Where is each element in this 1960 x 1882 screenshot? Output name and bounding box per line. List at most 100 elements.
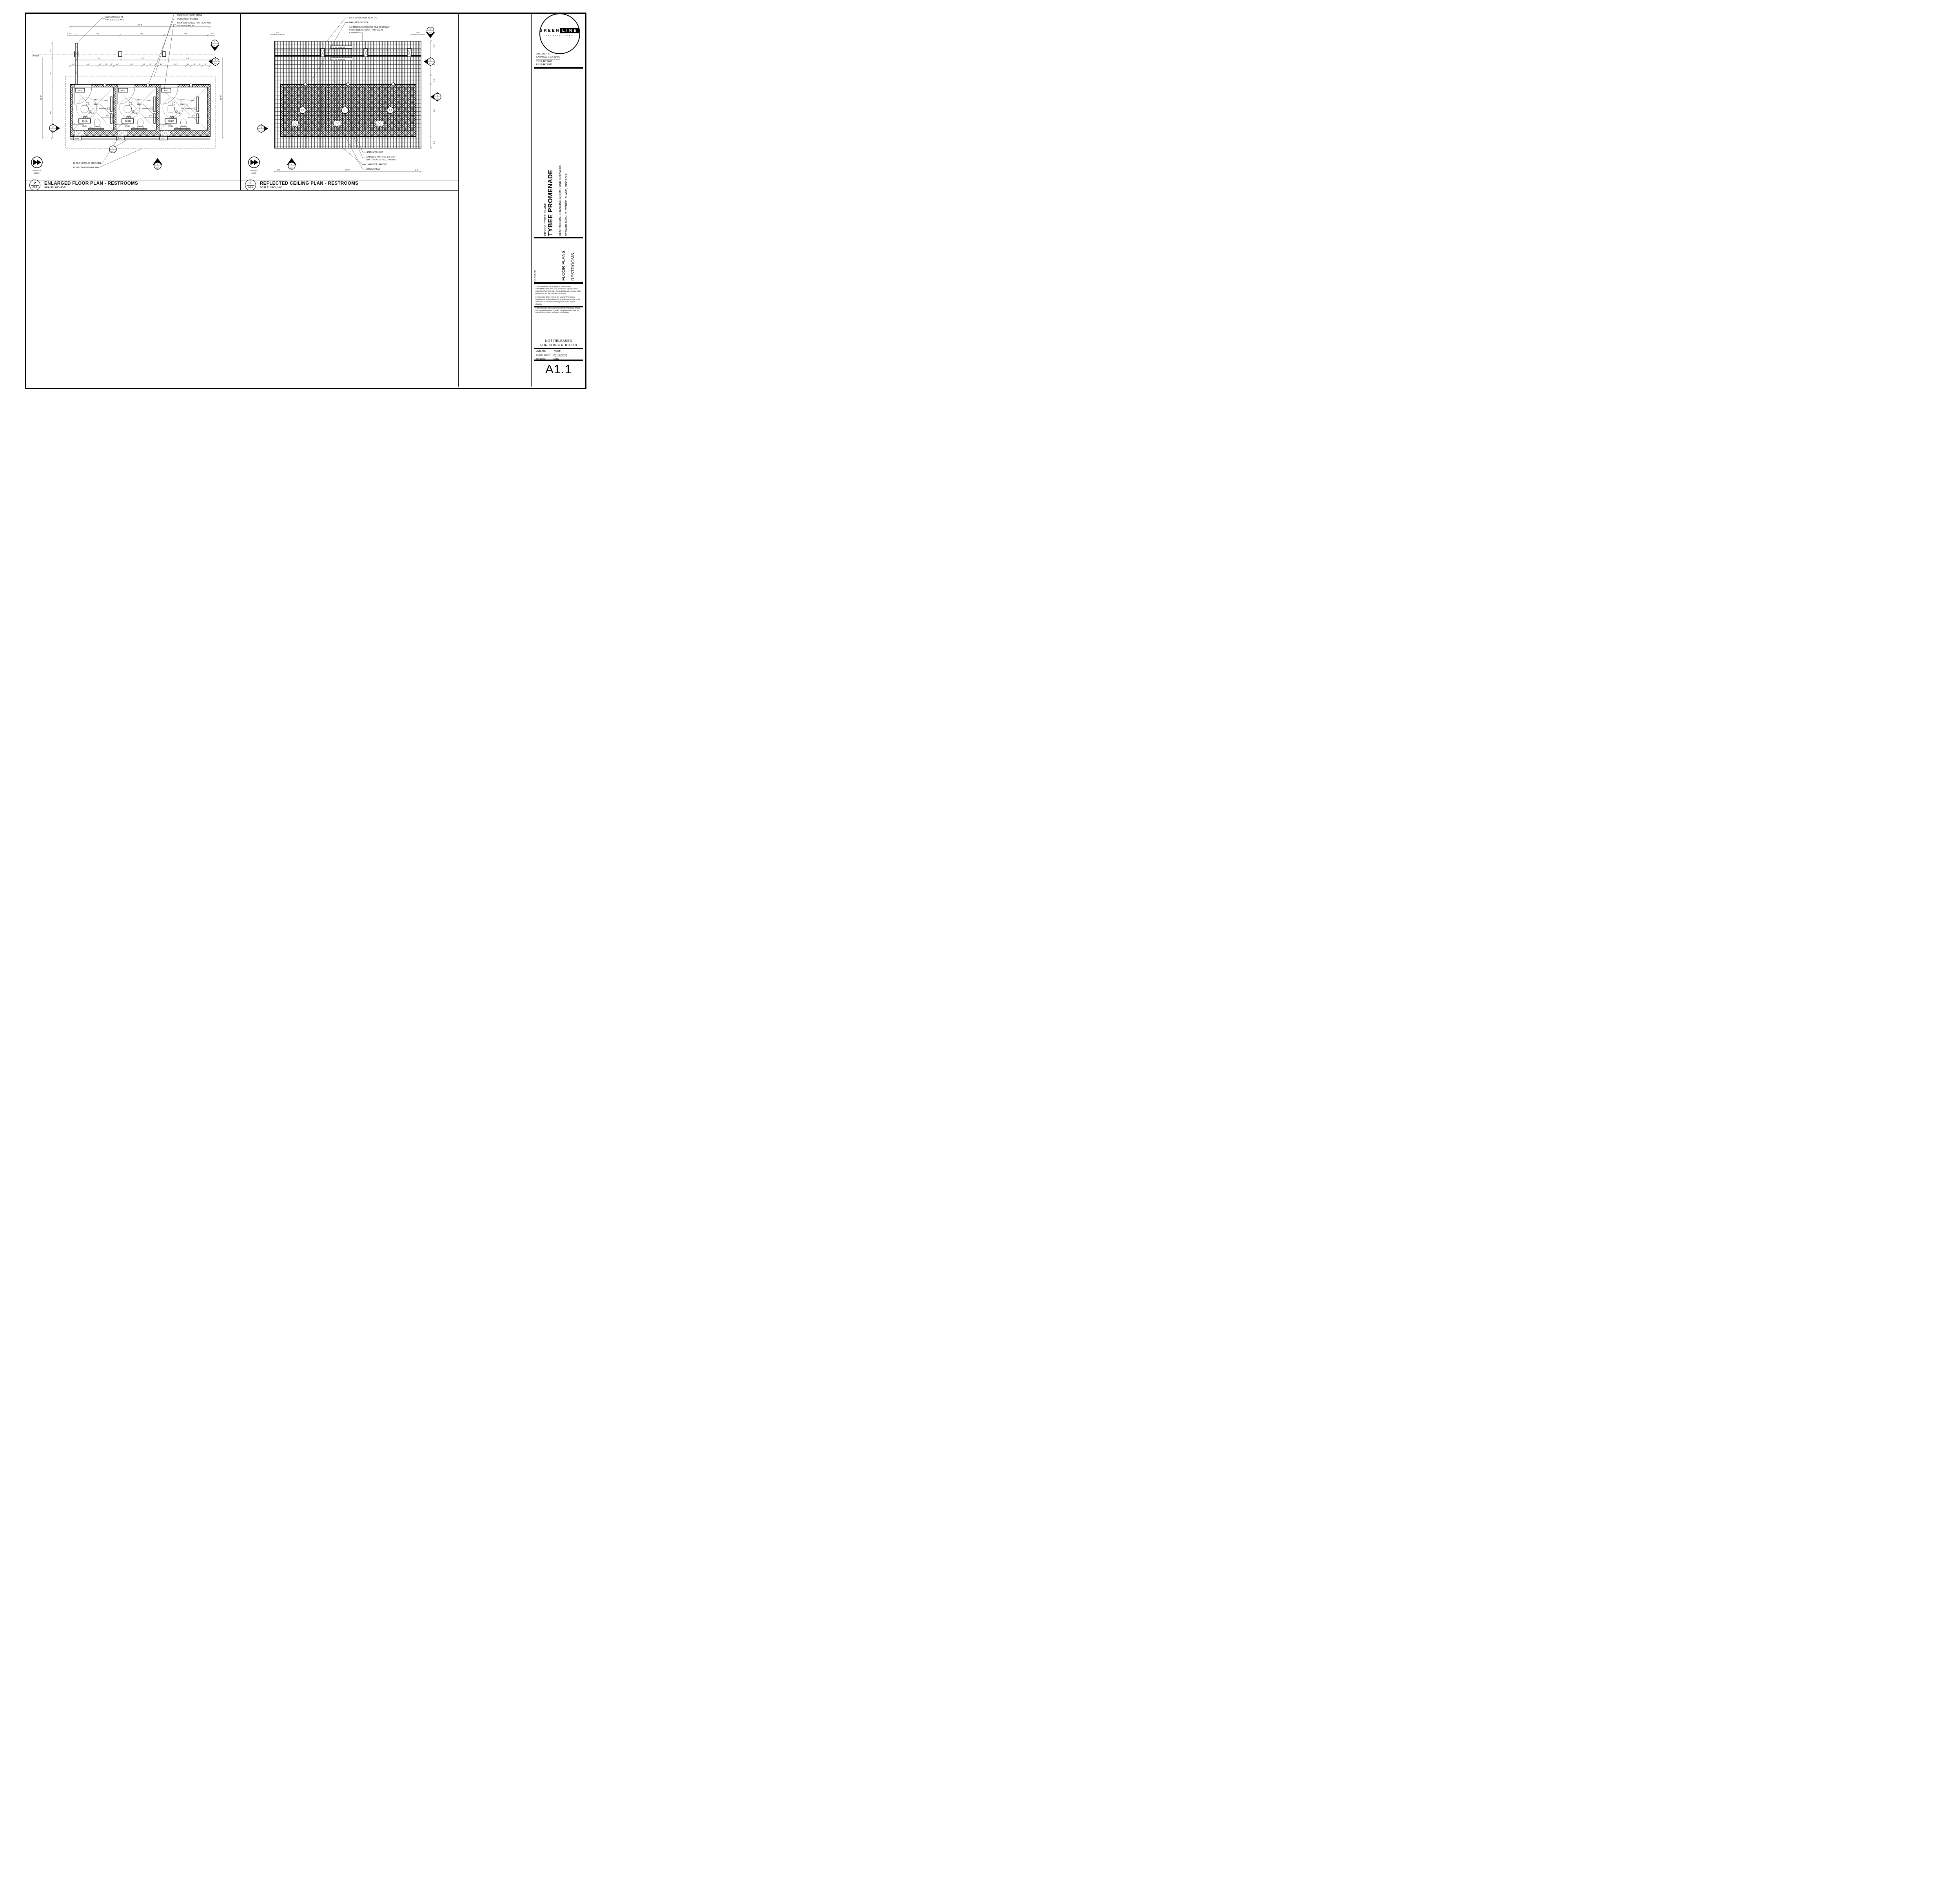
ttd-icon (107, 107, 110, 110)
project-client: CITY OF TYBEE ISLAND (543, 202, 547, 236)
fp-callouts: SCREEN/PANEL AT ONE END, SEE A4.2 OUTLIN… (73, 14, 211, 169)
elevation-marker-3: 3 A3.1 (49, 124, 60, 133)
svg-text:1'-8": 1'-8" (415, 169, 419, 171)
beam-posts (320, 48, 412, 57)
svg-text:AIR VENTILATION: AIR VENTILATION (177, 25, 194, 27)
fd-label: F.D. (91, 112, 94, 114)
svg-text:2: 2 (215, 60, 216, 62)
beam-label-2: P.T. 3 X 10 BEAM (331, 58, 345, 60)
logo-green: GREEN (539, 29, 561, 33)
svg-text:OF CLM: OF CLM (33, 55, 39, 57)
divider-bar (534, 237, 583, 238)
svg-text:1'-8": 1'-8" (277, 169, 280, 171)
svg-text:GB18: GB18 (180, 103, 185, 105)
titlebar-bottom-line (25, 190, 458, 191)
svg-text:EXTERIOR: EXTERIOR (349, 32, 359, 34)
svg-text:A4.1: A4.1 (111, 151, 115, 153)
svg-text:F.D.: F.D. (178, 112, 181, 114)
svg-text:EQ.: EQ. (140, 33, 143, 35)
rcp-callouts: P.T. 3 X 8 RAFTERS AT 20" O.C. WALL-MTD … (312, 17, 396, 171)
svg-text:GB36: GB36 (125, 125, 130, 127)
sheet-title-1: FLOOR PLANS (561, 250, 566, 281)
svg-text:8": 8" (205, 64, 207, 65)
gb42-label: GB42 (94, 99, 98, 101)
svg-text:3: 3 (52, 126, 53, 129)
svg-text:FV-1: FV-1 (118, 138, 122, 140)
svg-text:1: 1 (112, 147, 113, 150)
divider-bar (534, 67, 583, 69)
floor-plan-titlebar: 2 A1.1 ENLARGED FLOOR PLAN - RESTROOMS S… (25, 180, 240, 191)
svg-text:GB42: GB42 (137, 99, 142, 101)
svg-text:1'-2": 1'-2" (160, 64, 163, 65)
room-contents-101a: FV-2 GB42 GB18 TTD F.D. RR 101A GB36 8" … (72, 84, 114, 140)
svg-text:UNDERSIDE OF DECK - PAINTED AT: UNDERSIDE OF DECK - PAINTED AT (349, 29, 383, 31)
firm-fax: F 912.447.8381 (536, 64, 552, 66)
project-address: STRAND AVENUE, TYBEE ISLAND, GEORGIA (564, 173, 568, 236)
svg-text:3'-4": 3'-4" (131, 64, 134, 65)
svg-text:10": 10" (187, 64, 190, 65)
rcp-elevation-marker-4: 4 A3.1 (287, 158, 296, 170)
callout-occupancy-sconce: OCCUPANCY SCONCE (177, 18, 199, 20)
svg-text:4: 4 (291, 164, 292, 166)
svg-text:2: 2 (437, 95, 438, 97)
svg-text:5 1/2": 5 1/2" (211, 33, 215, 35)
svg-text:3'-4": 3'-4" (174, 64, 178, 65)
svg-text:A3.1: A3.1 (260, 130, 263, 132)
fp-left-dimensions: 13'-9" 1'-0" 5'-1" 8'-8" CL OF CLM 13'-9… (32, 42, 224, 139)
sheet-border (25, 13, 586, 389)
svg-text:2'-0": 2'-0" (433, 78, 435, 82)
fp-top-dimensions: 21'-8" 5 1/2" EQ. EQ. EQ. 5 1/2" 7'-0" 7… (67, 24, 215, 67)
svg-text:FV-2: FV-2 (164, 90, 169, 92)
callout-wall-sconce: WALL-MTD SCONCE (349, 22, 368, 24)
floor-plan-detail-bubble: 2 A1.1 (29, 180, 40, 191)
callout-roof-outline: OUTLINE OF ROOF ABOVE (177, 14, 203, 16)
svg-text:CL: CL (33, 51, 35, 53)
svg-text:5 1/2": 5 1/2" (67, 33, 72, 35)
svg-text:RR: RR (127, 115, 131, 118)
room-tag: RR (83, 115, 88, 118)
job-no-label: JOB NO: (536, 350, 546, 352)
rcp-title: REFLECTED CEILING PLAN - RESTROOMS (260, 181, 359, 186)
svg-text:3: 3 (260, 127, 261, 129)
svg-text:1'-2": 1'-2" (116, 64, 120, 65)
svg-text:5'-1": 5'-1" (49, 71, 51, 74)
svg-text:1'-5": 1'-5" (149, 115, 152, 117)
note-2: 2. Scales as stated hereon are valid on … (535, 296, 581, 305)
callout-exhaust-fan: EXHAUST FAN (367, 168, 380, 171)
divider-bar (534, 348, 583, 349)
rcp-drawing: P.T. 3 X 10 BEAM P.T. 3 X 10 BEAM (248, 17, 441, 174)
titleblock-divider (531, 13, 532, 387)
svg-text:10": 10" (100, 64, 102, 65)
room-number: 101A (82, 120, 88, 123)
svg-text:8": 8" (199, 64, 200, 65)
svg-text:A4.1: A4.1 (436, 98, 439, 100)
detail-sheet: A1.1 (248, 186, 253, 189)
svg-text:GB42: GB42 (180, 99, 185, 101)
issue-date-value: 02/17/2021 (554, 354, 568, 357)
project-scope: RESTROOMS, CHANGING ROOMS AND SHOWERS (558, 165, 562, 236)
svg-text:2'-0": 2'-0" (433, 140, 435, 144)
sheet-number: A1.1 (545, 362, 572, 376)
svg-text:A3.1: A3.1 (51, 129, 55, 131)
logo-line: LINE (560, 28, 579, 33)
svg-text:TTD: TTD (181, 107, 185, 109)
callout-stem-light: STEM-MTD LIGHT (367, 151, 383, 154)
elevation-marker-1: 1 A3.1 (210, 40, 220, 51)
svg-text:21'-8": 21'-8" (345, 169, 350, 171)
svg-text:8": 8" (155, 64, 156, 65)
svg-text:1: 1 (214, 42, 215, 44)
firm-phone: T 912.447.5665 (536, 60, 552, 63)
svg-text:1'-2": 1'-2" (73, 64, 76, 65)
svg-text:F.D.: F.D. (134, 112, 138, 114)
logo-architecture: ARCHITECTURE (546, 35, 574, 36)
beams: P.T. 3 X 10 BEAM P.T. 3 X 10 BEAM (274, 45, 421, 61)
svg-text:101B: 101B (125, 120, 131, 123)
callout-high-vent: HIGH VENT/GRILLE FOR LIGHT AND (177, 22, 211, 24)
svg-text:7'-8": 7'-8" (186, 57, 190, 59)
svg-text:EQ.: EQ. (96, 33, 99, 35)
floor-plan-title: ENLARGED FLOOR PLAN - RESTROOMS (44, 181, 138, 186)
svg-text:EQ.: EQ. (184, 33, 187, 35)
svg-text:A3.1: A3.1 (429, 63, 433, 65)
svg-text:13'-9": 13'-9" (220, 95, 222, 100)
rcp-dimensions: 1'-4" 1'-4" 1'-0" 5'-0" 2'-0" 8'-8" 2'-0… (270, 32, 435, 173)
